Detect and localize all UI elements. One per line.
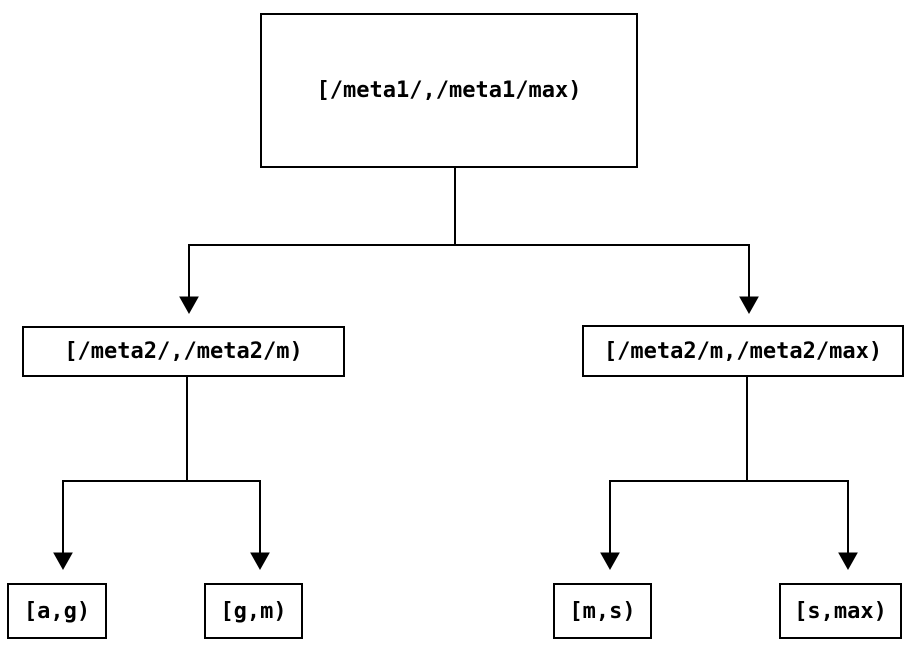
node-root-label: [/meta1/,/meta1/max) bbox=[316, 78, 582, 103]
node-leaf-smax: [s,max) bbox=[779, 583, 902, 639]
node-left-mid-label: [/meta2/,/meta2/m) bbox=[64, 339, 303, 364]
arrowhead-left-mid bbox=[179, 296, 199, 315]
arrowhead-leaf-gm bbox=[250, 552, 270, 571]
arrowhead-leaf-ms bbox=[600, 552, 620, 571]
node-right-mid: [/meta2/m,/meta2/max) bbox=[582, 325, 904, 377]
node-root: [/meta1/,/meta1/max) bbox=[260, 13, 638, 168]
node-right-mid-label: [/meta2/m,/meta2/max) bbox=[603, 338, 883, 364]
arrowhead-leaf-smax bbox=[838, 552, 858, 571]
node-leaf-ms-label: [m,s) bbox=[569, 598, 636, 624]
node-leaf-gm: [g,m) bbox=[204, 583, 303, 639]
node-leaf-ag: [a,g) bbox=[7, 583, 107, 639]
arrowhead-right-mid bbox=[739, 296, 759, 315]
node-leaf-ag-label: [a,g) bbox=[23, 598, 91, 624]
arrowhead-leaf-ag bbox=[53, 552, 73, 571]
node-leaf-ms: [m,s) bbox=[553, 583, 652, 639]
node-leaf-gm-label: [g,m) bbox=[220, 598, 287, 624]
node-leaf-smax-label: [s,max) bbox=[794, 598, 887, 624]
node-left-mid: [/meta2/,/meta2/m) bbox=[22, 326, 345, 377]
